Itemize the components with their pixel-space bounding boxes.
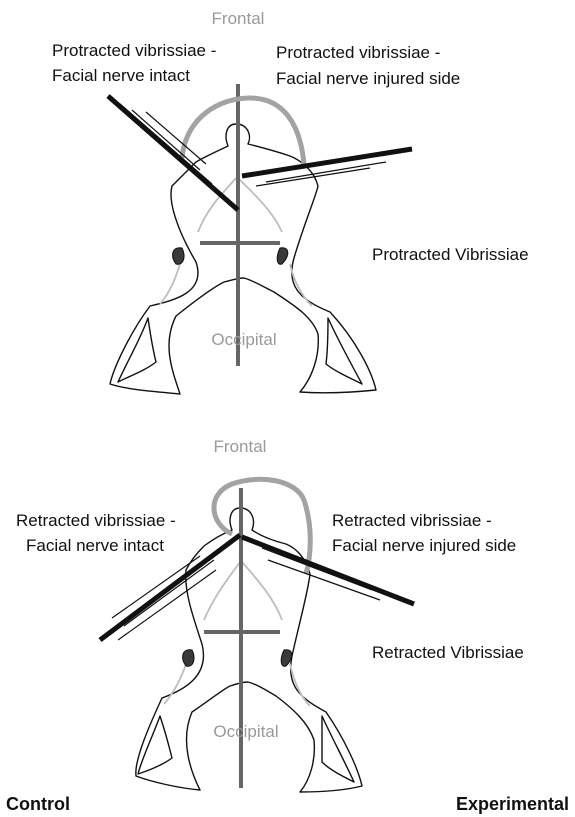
- right-label-line1: Protracted vibrissiae -: [276, 43, 440, 62]
- left-label-line1: Protracted vibrissiae -: [52, 41, 216, 60]
- left-label-line2: Facial nerve intact: [52, 66, 190, 85]
- experimental-label: Experimental: [456, 794, 569, 814]
- occipital-label: Occipital: [211, 330, 276, 349]
- left-label-line2: Facial nerve intact: [26, 536, 164, 555]
- eye-left: [173, 248, 184, 265]
- eye-left: [183, 650, 194, 667]
- right-label-line1: Retracted vibrissiae -: [332, 511, 492, 530]
- panel-retracted: Frontal Retracted vibrissiae - Facial ne…: [16, 437, 524, 792]
- control-label: Control: [6, 794, 70, 814]
- right-label-line2: Facial nerve injured side: [276, 69, 460, 88]
- right-label-line2: Facial nerve injured side: [332, 536, 516, 555]
- frontal-label: Frontal: [212, 9, 265, 28]
- left-label-line1: Retracted vibrissiae -: [16, 511, 176, 530]
- whisker-hair: [132, 110, 200, 170]
- frontal-label: Frontal: [214, 437, 267, 456]
- panel-protracted: Frontal Protracted vibrissiae - Facial n…: [52, 9, 529, 394]
- whisker-hair: [120, 104, 212, 184]
- state-label: Protracted Vibrissiae: [372, 245, 529, 264]
- occipital-label: Occipital: [213, 722, 278, 741]
- state-label: Retracted Vibrissiae: [372, 643, 524, 662]
